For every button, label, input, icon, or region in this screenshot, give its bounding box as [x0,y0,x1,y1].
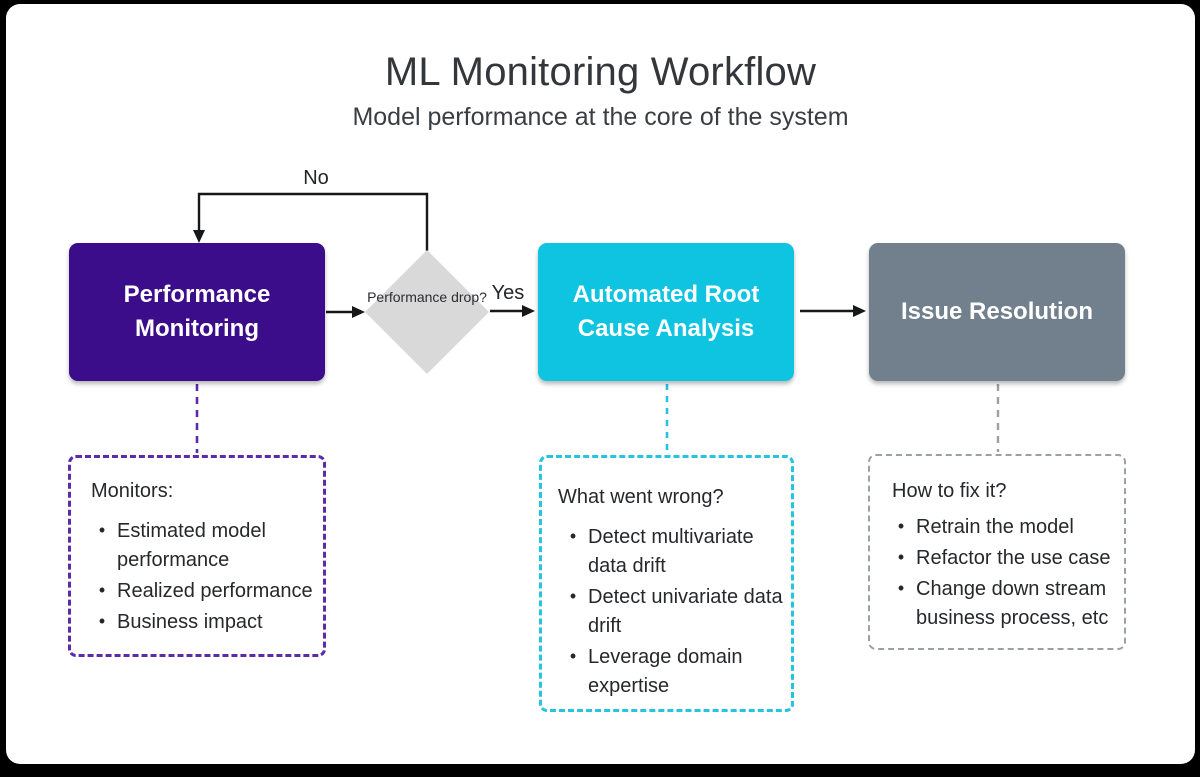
detail-box-how-to-fix: How to fix it? • Retrain the model • Ref… [868,454,1126,650]
list-item: • Estimated model performance [87,517,323,575]
page-title: ML Monitoring Workflow [384,50,817,94]
bullet-icon: • [897,547,905,567]
bullet-icon: • [98,611,106,631]
flow-node-performance-monitoring: Performance Monitoring [69,243,325,381]
page-subtitle: Model performance at the core of the sys… [352,103,849,131]
list-item: • Business impact [87,608,323,637]
bullet-icon: • [569,646,577,666]
edge-label-yes: Yes [491,282,525,304]
bullet-icon: • [98,520,106,540]
bullet-icon: • [897,578,905,598]
decision-diamond [365,250,489,374]
bullet-text: Detect multivariate data drift [588,526,754,577]
list-item: • Retrain the model [886,513,1124,542]
flow-node-issue-resolution: Issue Resolution [869,243,1125,381]
detail-heading-monitors: Monitors: [91,480,174,502]
detail-heading-what-went-wrong: What went wrong? [558,486,724,508]
bullet-text: Leverage domain expertise [588,646,743,697]
bullet-icon: • [897,516,905,536]
bullet-icon: • [98,580,106,600]
bullet-text: Change down stream business process, etc [916,578,1109,629]
bullet-list-how-to-fix: • Retrain the model • Refactor the use c… [870,513,1124,633]
detail-box-monitors: Monitors: • Estimated model performance … [68,455,326,657]
bullet-text: Retrain the model [916,516,1074,538]
decision-label: Performance drop? [367,289,487,305]
list-item: • Refactor the use case [886,544,1124,573]
bullet-icon: • [569,526,577,546]
bullet-text: Detect univariate data drift [588,586,783,637]
detail-box-what-went-wrong: What went wrong? • Detect multivariate d… [539,455,794,712]
list-item: • Detect multivariate data drift [558,523,791,581]
flow-node-root-cause-analysis: Automated Root Cause Analysis [538,243,794,381]
arrow-node1-to-decision [326,306,365,318]
bullet-text: Estimated model performance [117,520,266,571]
bullet-text: Realized performance [117,580,313,602]
list-item: • Leverage domain expertise [558,643,791,701]
arrow-decision-to-node2 [490,305,535,317]
list-item: • Detect univariate data drift [558,583,791,641]
bullet-text: Refactor the use case [916,547,1111,569]
bullet-icon: • [569,586,577,606]
bullet-list-monitors: • Estimated model performance • Realized… [71,517,323,637]
edge-label-no: No [303,167,329,189]
bullet-list-what-went-wrong: • Detect multivariate data drift • Detec… [542,523,791,701]
list-item: • Change down stream business process, e… [886,575,1124,633]
arrow-node2-to-node3 [800,305,866,317]
bullet-text: Business impact [117,611,263,633]
detail-heading-how-to-fix: How to fix it? [892,480,1007,502]
diagram-card: ML Monitoring Workflow Model performance… [6,4,1195,764]
list-item: • Realized performance [87,577,323,606]
